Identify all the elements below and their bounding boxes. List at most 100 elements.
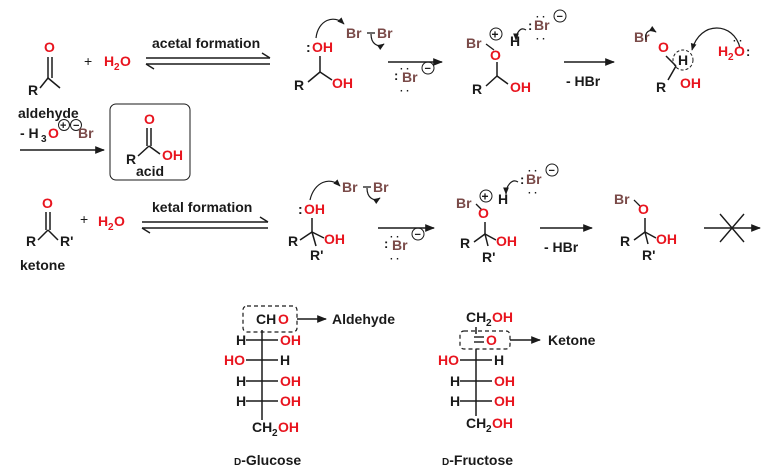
svg-text:R: R <box>620 233 630 249</box>
bromo-oxonium-intermediate: Br O + H R OH · · : Br · · − <box>466 9 567 97</box>
svg-text:+: + <box>492 28 499 42</box>
svg-text:2: 2 <box>486 424 492 435</box>
d-fructose-label: D-Fructose <box>442 452 513 468</box>
svg-text:Br: Br <box>526 171 542 187</box>
blocked-reaction-arrow <box>704 213 761 243</box>
bromine-molecule-2: Br Br <box>342 179 389 204</box>
svg-text:H: H <box>450 373 460 389</box>
svg-text:OH: OH <box>304 201 325 217</box>
reaction-arrow-1: : Br · · · · − <box>388 58 443 97</box>
svg-text:· ·: · · <box>528 188 537 199</box>
svg-text:H: H <box>236 373 246 389</box>
svg-text:O: O <box>144 111 155 127</box>
svg-text:O: O <box>42 195 53 211</box>
svg-text:R': R' <box>642 247 655 263</box>
aldehyde-label: aldehyde <box>18 105 79 121</box>
svg-text:OH: OH <box>312 39 333 55</box>
svg-text:OH: OH <box>280 373 301 389</box>
svg-text:−: − <box>549 165 555 177</box>
bromine-molecule-1: Br Br <box>346 25 393 50</box>
svg-text:O: O <box>478 205 489 221</box>
acetal-equilibrium-arrow: acetal formation <box>145 35 271 70</box>
aldehyde-structure: O R aldehyde <box>18 39 79 121</box>
svg-text:Br: Br <box>534 17 550 33</box>
svg-text:OH: OH <box>492 415 513 431</box>
ketone-bromo-oxonium-intermediate: Br O + H R OH R' · · : Br · · − <box>456 163 559 265</box>
svg-text:OH: OH <box>494 393 515 409</box>
svg-text:R: R <box>288 233 298 249</box>
ketone-label: ketone <box>20 257 65 273</box>
svg-text:Br: Br <box>346 25 362 41</box>
svg-text:· ·: · · <box>536 12 545 23</box>
svg-text:- H: - H <box>20 125 39 141</box>
svg-text::: : <box>298 201 303 217</box>
svg-text:H: H <box>236 332 246 348</box>
svg-text:OH: OH <box>332 75 353 91</box>
svg-text:O: O <box>114 213 125 229</box>
bromo-hemiketal-product: Br O R OH R' <box>614 191 677 263</box>
svg-text:OH: OH <box>278 419 299 435</box>
svg-text:R: R <box>294 77 304 93</box>
svg-text:OH: OH <box>162 147 183 163</box>
svg-text:OH: OH <box>494 373 515 389</box>
ketone-callout: Ketone <box>548 332 596 348</box>
svg-text:2: 2 <box>728 52 734 63</box>
svg-text:HO: HO <box>224 352 245 368</box>
svg-text:−: − <box>557 11 563 23</box>
gem-diol-structure: : OH R OH <box>294 17 353 93</box>
water-reagent-2: H 2 O <box>98 213 125 233</box>
svg-text:Br: Br <box>456 195 472 211</box>
d-glucose-fischer-projection: CH O Aldehyde H OH HO H H OH H OH CH 2 O… <box>224 305 395 468</box>
svg-text:H: H <box>498 191 508 207</box>
plus-sign-1: + <box>84 53 92 69</box>
svg-text:R: R <box>656 79 666 95</box>
svg-text:Br: Br <box>377 25 393 41</box>
svg-text:2: 2 <box>114 62 120 73</box>
svg-text:CH: CH <box>256 311 276 327</box>
ketone-gem-diol-structure: : OH R OH R' <box>288 179 345 263</box>
svg-text:H: H <box>98 213 108 229</box>
acid-product-box: O R OH acid <box>109 103 191 181</box>
svg-text:R': R' <box>60 233 73 249</box>
svg-text:H: H <box>104 53 114 69</box>
svg-text:Br: Br <box>402 69 418 85</box>
acid-label: acid <box>136 163 164 179</box>
svg-text:CH: CH <box>466 309 486 325</box>
svg-text:H: H <box>450 393 460 409</box>
svg-text:H: H <box>236 393 246 409</box>
svg-text::: : <box>520 172 524 187</box>
svg-text:Br: Br <box>614 191 630 207</box>
minus-hbr-label-1: - HBr <box>566 73 601 89</box>
ketone-structure: O R R' ketone <box>20 195 73 273</box>
svg-text:CH: CH <box>466 415 486 431</box>
svg-text:2: 2 <box>108 222 114 233</box>
svg-text:HO: HO <box>438 352 459 368</box>
svg-text:H: H <box>678 52 688 68</box>
reaction-arrow-3: : Br · · · · − <box>378 224 435 265</box>
svg-text:3: 3 <box>41 134 47 145</box>
svg-text:CH: CH <box>252 419 272 435</box>
svg-text:· ·: · · <box>536 34 545 45</box>
svg-text:· ·: · · <box>528 166 537 177</box>
svg-text:R': R' <box>310 247 323 263</box>
d-fructose-fischer-projection: CH 2 OH O Ketone HO H H OH H OH CH 2 OH … <box>438 309 596 468</box>
svg-text:Br: Br <box>466 35 482 51</box>
svg-text:· ·: · · <box>390 254 399 265</box>
svg-text:O: O <box>48 125 59 141</box>
svg-text:H: H <box>510 33 520 49</box>
svg-text:−: − <box>425 63 431 75</box>
svg-text:O: O <box>734 43 745 59</box>
svg-text:· ·: · · <box>733 36 742 47</box>
svg-text:R: R <box>460 235 470 251</box>
svg-text:R: R <box>126 151 136 167</box>
ketal-equilibrium-arrow: ketal formation <box>141 199 269 234</box>
svg-text:O: O <box>638 201 649 217</box>
svg-text:H: H <box>280 352 290 368</box>
reaction-arrow-4: - HBr <box>540 224 593 255</box>
acetal-formation-label: acetal formation <box>152 35 260 51</box>
aldehyde-r-group: R <box>28 82 38 98</box>
svg-text:+: + <box>482 190 489 204</box>
svg-text:OH: OH <box>280 393 301 409</box>
svg-text:Br: Br <box>373 179 389 195</box>
svg-text:R: R <box>26 233 36 249</box>
